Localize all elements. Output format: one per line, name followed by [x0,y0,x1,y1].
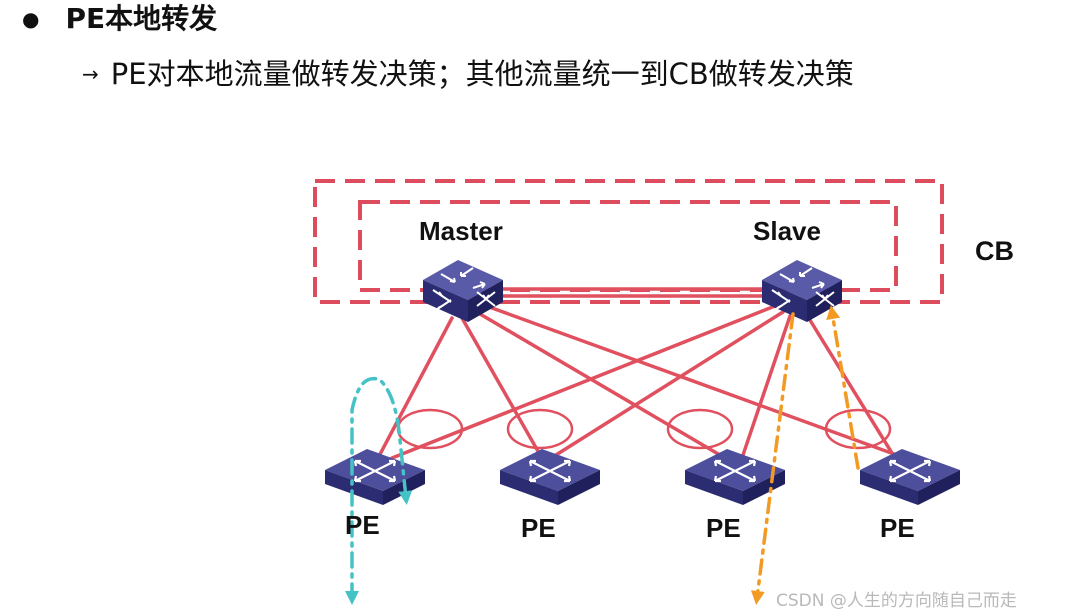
link-slave-pe3 [740,314,792,460]
cb-label: CB [975,236,1014,266]
slave-switch-icon [762,260,842,322]
pe-switch-icon-2 [500,449,600,505]
cb-flow-arrow [750,305,860,605]
pe-label-3: PE [706,513,741,543]
slide-title: PE本地转发 [65,2,218,35]
slide-heading: ● PE本地转发 [22,2,217,36]
pe-label-2: PE [521,513,556,543]
bullet-icon: ● [22,7,40,31]
link-master-pe4 [490,306,907,460]
master-switch-icon [423,260,503,322]
link-master-pe1 [376,316,454,460]
cb-boundary-inner [358,200,898,292]
link-slave-pe4 [803,310,897,460]
watermark-text: CSDN @人生的方向随自己而走 [776,591,1017,611]
arrow-right-icon: → [82,62,99,86]
lag-ellipses [396,408,892,450]
slide-subtitle: PE对本地流量做转发决策；其他流量统一到CB做转发决策 [110,57,854,91]
pe-label-4: PE [880,513,915,543]
master-label: Master [419,216,503,246]
local-flow-arrow [345,376,413,605]
lag-ellipse-pe3 [666,408,734,450]
lag-ellipse-pe4 [824,408,892,450]
link-master-pe2 [460,316,545,462]
lag-ellipse-pe2 [506,408,574,450]
pe-switch-icon-4 [860,449,960,505]
slave-label: Slave [753,216,821,246]
link-slave-pe2 [546,310,785,462]
link-slave-pe1 [390,304,777,460]
cb-boundary-outer [313,179,944,304]
link-master-pe3 [478,312,727,460]
pe-switch-icon-3 [685,449,785,505]
pe-label-1: PE [345,510,380,540]
slide-subtitle-line: → PE对本地流量做转发决策；其他流量统一到CB做转发决策 [82,54,854,94]
pe-switch-icon-1 [325,449,425,505]
links [376,287,907,462]
